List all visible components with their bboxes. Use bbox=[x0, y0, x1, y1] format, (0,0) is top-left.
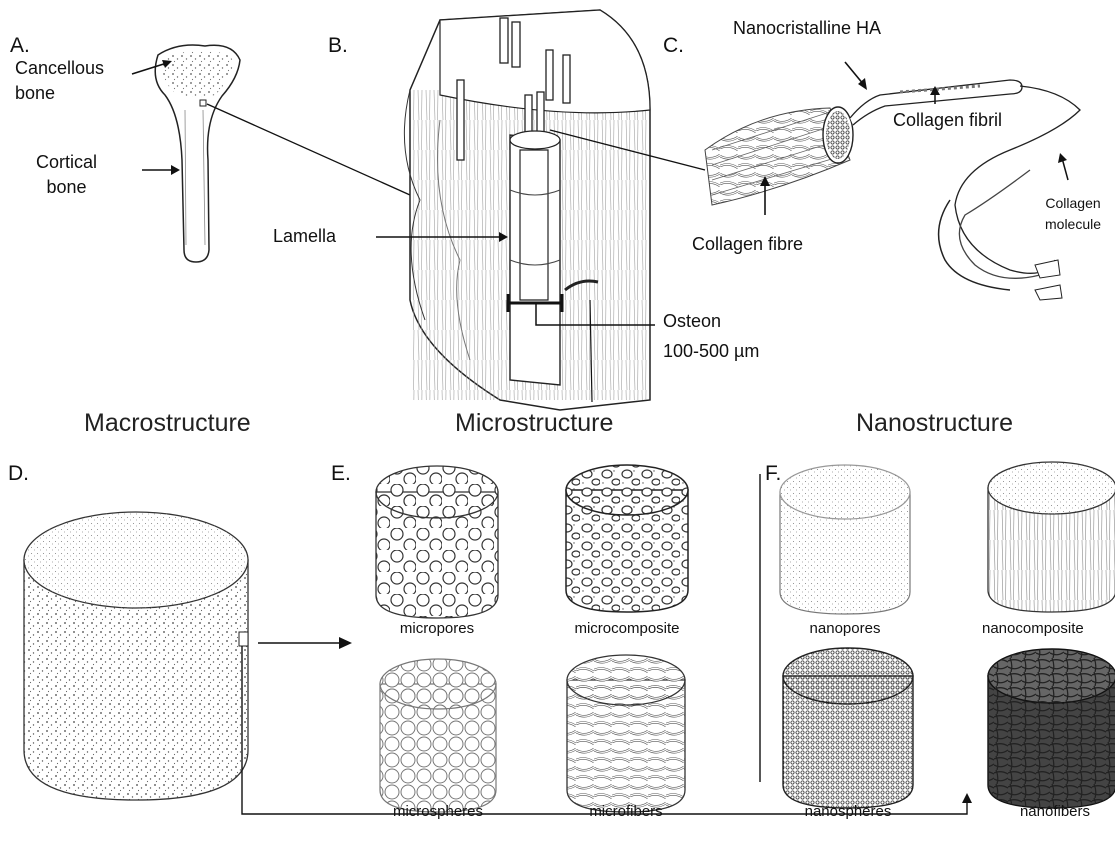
caption-nanofibers: nanofibers bbox=[980, 803, 1115, 820]
nanocrystalline-ha-label: Nanocristalline HA bbox=[733, 18, 881, 39]
osteon-illustration bbox=[404, 10, 650, 410]
caption-microfibers: microfibers bbox=[551, 803, 701, 820]
nanofibers-cylinder bbox=[988, 649, 1115, 808]
caption-microspheres: microspheres bbox=[363, 803, 513, 820]
collagen-fibril-label: Collagen fibril bbox=[893, 110, 1002, 131]
panel-label-f: F. bbox=[765, 462, 781, 486]
osteon-label: Osteon bbox=[663, 311, 721, 332]
osteon-size-label: 100-500 µm bbox=[663, 341, 759, 362]
macro-scaffold-cylinder bbox=[24, 512, 248, 800]
macrostructure-heading: Macrostructure bbox=[84, 409, 251, 438]
panel-label-b: B. bbox=[328, 34, 348, 58]
caption-nanopores: nanopores bbox=[770, 620, 920, 637]
caption-nanospheres: nanospheres bbox=[773, 803, 923, 820]
bone-illustration bbox=[155, 45, 240, 262]
nanopores-cylinder bbox=[780, 465, 910, 614]
caption-micropores: micropores bbox=[362, 620, 512, 637]
microspheres-cylinder bbox=[380, 659, 496, 812]
nanospheres-cylinder bbox=[783, 648, 913, 808]
nanostructure-heading: Nanostructure bbox=[856, 409, 1013, 438]
micropores-cylinder bbox=[376, 466, 498, 618]
panel-label-c: C. bbox=[663, 34, 684, 58]
panel-label-d: D. bbox=[8, 462, 29, 486]
cancellous-bone-label: Cancellous bone bbox=[15, 56, 104, 106]
cortical-bone-label: Cortical bone bbox=[36, 150, 97, 200]
microcomposite-cylinder bbox=[566, 465, 688, 612]
microstructure-heading: Microstructure bbox=[455, 409, 613, 438]
collagen-fibre-label: Collagen fibre bbox=[692, 234, 803, 255]
panel-label-a: A. bbox=[10, 34, 30, 58]
panel-label-e: E. bbox=[331, 462, 351, 486]
nanocomposite-cylinder bbox=[988, 462, 1115, 612]
collagen-molecule-label: Collagen molecule bbox=[1045, 193, 1101, 235]
caption-nanocomposite: nanocomposite bbox=[982, 620, 1115, 637]
microfibers-cylinder bbox=[567, 655, 685, 812]
caption-microcomposite: microcomposite bbox=[552, 620, 702, 637]
lamella-label: Lamella bbox=[273, 226, 336, 247]
